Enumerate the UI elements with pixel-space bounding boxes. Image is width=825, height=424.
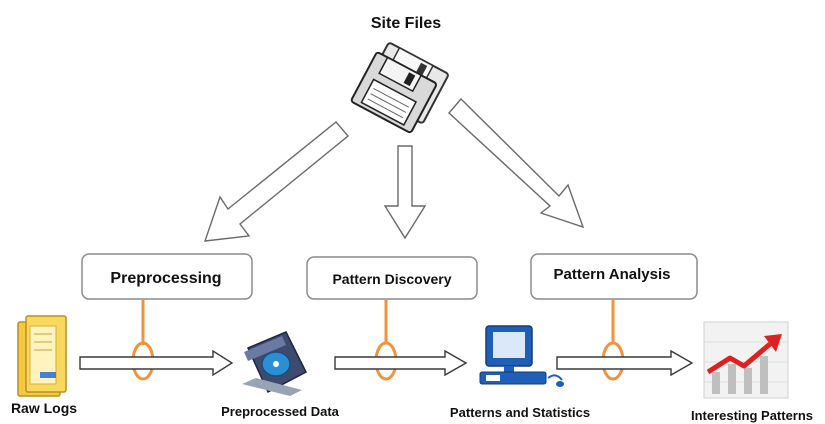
process-box-pattern-analysis: Pattern Analysis xyxy=(530,253,698,300)
flow-arrow-3 xyxy=(556,349,694,377)
arrow-to-pattern-analysis xyxy=(448,97,585,229)
item-label-patterns-and-statistics: Patterns and Statistics xyxy=(450,405,590,420)
arrow-to-pattern-discovery xyxy=(383,145,427,240)
item-label-raw-logs: Raw Logs xyxy=(11,400,77,416)
folder-icon xyxy=(17,315,67,397)
item-label-preprocessed-data: Preprocessed Data xyxy=(221,404,340,419)
flow-arrow-1 xyxy=(79,349,234,377)
trend-chart-icon xyxy=(703,321,789,399)
computer-icon xyxy=(479,325,564,387)
site-files-label: Site Files xyxy=(371,15,441,32)
site-files-icon xyxy=(350,42,449,134)
process-label-preprocessing: Preprocessing xyxy=(110,270,221,287)
process-label-pattern-analysis: Pattern Analysis xyxy=(554,266,671,283)
disk-icon xyxy=(242,331,307,396)
process-box-preprocessing: Preprocessing xyxy=(81,253,253,300)
arrow-to-preprocessing xyxy=(203,121,349,242)
process-label-pattern-discovery: Pattern Discovery xyxy=(332,271,451,287)
process-box-pattern-discovery: Pattern Discovery xyxy=(306,256,478,300)
flow-arrow-2 xyxy=(334,349,468,377)
item-label-interesting-patterns: Interesting Patterns xyxy=(691,408,813,423)
